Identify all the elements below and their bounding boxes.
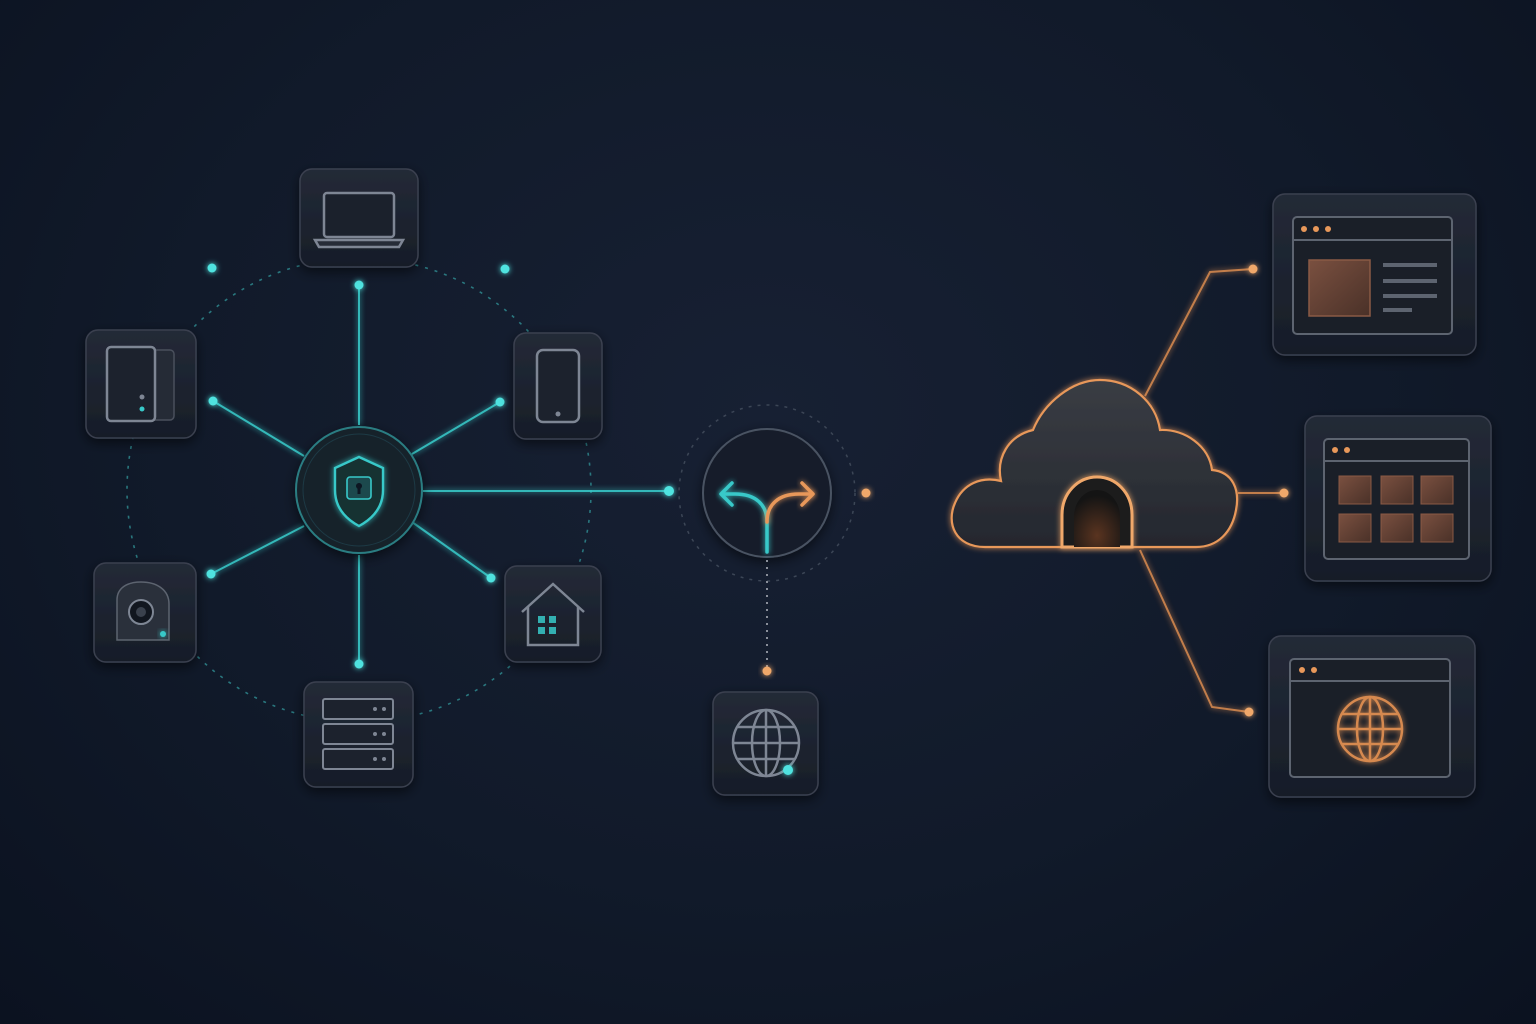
shield-lock-icon bbox=[333, 455, 385, 528]
web-app-window-icon bbox=[1292, 216, 1453, 335]
traffic-router[interactable] bbox=[702, 428, 832, 558]
grid-app-window-icon bbox=[1323, 438, 1470, 560]
globe-icon bbox=[731, 708, 801, 778]
router-output-node bbox=[861, 488, 871, 498]
split-arrows-icon bbox=[719, 481, 815, 554]
smart-home-icon bbox=[521, 582, 585, 647]
smartphone-icon bbox=[535, 348, 581, 424]
hub-spokes bbox=[210, 285, 669, 664]
website-globe-window-icon bbox=[1289, 658, 1451, 778]
server-icon bbox=[322, 698, 394, 770]
globe-status-dot bbox=[783, 765, 793, 775]
cloud-tunnel-icon[interactable] bbox=[950, 378, 1239, 549]
camera-icon bbox=[116, 581, 170, 641]
teal-nodes bbox=[206, 263, 674, 669]
router-orbit-ring bbox=[678, 404, 856, 582]
smart-home-device-card[interactable] bbox=[504, 565, 602, 663]
cloud-service-links bbox=[1139, 268, 1284, 713]
tablet-icon bbox=[105, 345, 175, 423]
laptop-icon bbox=[312, 191, 406, 249]
internet-node bbox=[762, 666, 772, 676]
service-nodes bbox=[1244, 264, 1289, 717]
